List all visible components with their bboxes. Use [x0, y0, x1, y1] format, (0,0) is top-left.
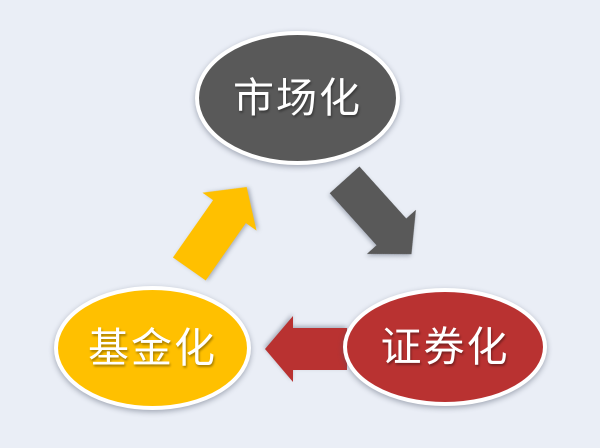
- node-securitization-ellipse: [343, 288, 547, 406]
- arrow-market-to-securities: [329, 166, 416, 255]
- node-marketization-label: 市场化: [233, 74, 362, 122]
- node-fundization-ellipse: [54, 286, 251, 410]
- node-securitization-label: 证券化: [381, 323, 510, 371]
- node-marketization-ellipse: [195, 31, 400, 165]
- node-fundization-label: 基金化: [88, 324, 217, 372]
- arrow-fund-to-market: [172, 187, 257, 281]
- arrow-securities-to-fund: [265, 316, 347, 382]
